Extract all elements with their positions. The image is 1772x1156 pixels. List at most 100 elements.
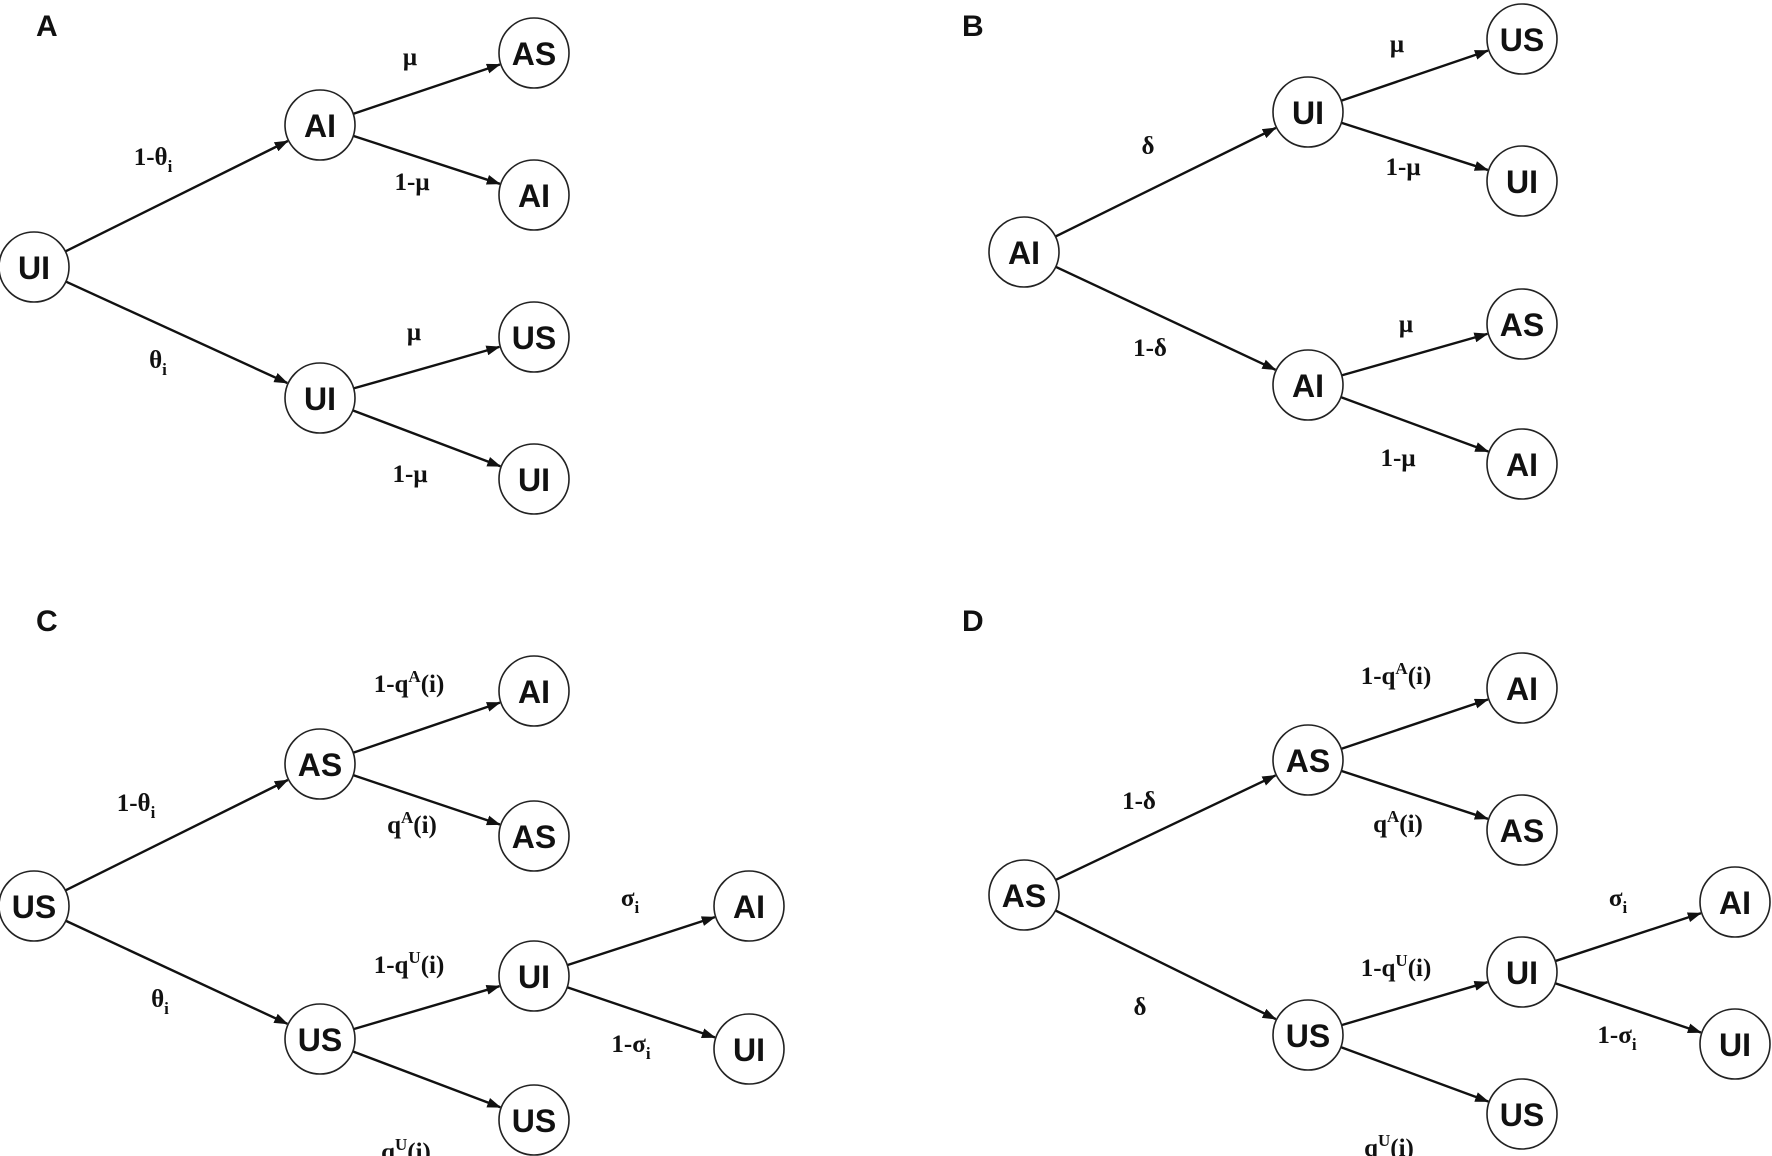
node-label: UI — [304, 381, 336, 417]
node-circle — [713, 1013, 785, 1085]
edge-arrow — [566, 986, 716, 1039]
node-circle — [1272, 76, 1344, 148]
node-label: AS — [1500, 307, 1544, 343]
edge-label-main: μ — [1399, 311, 1413, 338]
state-node-as: AS — [1486, 288, 1558, 360]
state-node-ai: AI — [284, 89, 356, 161]
node-circle — [284, 728, 356, 800]
edge-arrow — [352, 701, 501, 754]
edge-arrow — [1554, 912, 1702, 963]
edge-label: qU(i) — [381, 1135, 431, 1156]
state-node-ai: AI — [988, 216, 1060, 288]
state-node-as: AS — [498, 800, 570, 872]
node-circle — [988, 859, 1060, 931]
edge-label-main: 1-q — [1361, 663, 1396, 690]
edge-arrow — [1340, 49, 1489, 102]
edge-label: 1-qU(i) — [374, 948, 445, 979]
node-circle — [498, 940, 570, 1012]
edge-label-subscript: i — [1622, 898, 1627, 917]
edge-label-superscript: A — [408, 667, 421, 686]
node-circle — [284, 89, 356, 161]
node-label: AI — [518, 674, 550, 710]
node-circle — [498, 159, 570, 231]
edge-label-subscript: i — [162, 360, 167, 379]
edge-label-subscript: i — [164, 999, 169, 1018]
panel-d: D1-δδ1-qA(i)qA(i)1-qU(i)qU(i)σi1-σiASASU… — [962, 605, 1771, 1156]
panel-c: C1-θiθi1-qA(i)qA(i)1-qU(i)qU(i)σi1-σiUSA… — [0, 605, 785, 1156]
state-node-ai: AI — [1699, 866, 1771, 938]
edge-label-main: q — [381, 1139, 395, 1156]
node-label: US — [12, 889, 56, 925]
node-label: AS — [512, 36, 556, 72]
node-label: UI — [1292, 95, 1324, 131]
node-circle — [1486, 936, 1558, 1008]
node-circle — [1486, 794, 1558, 866]
edge-arrow — [1341, 332, 1489, 377]
edge-label-main: δ — [1142, 133, 1155, 160]
node-circle — [988, 216, 1060, 288]
edge-label-superscript: U — [408, 948, 420, 967]
edge-arrow — [352, 63, 501, 115]
edge-arrow — [1054, 126, 1277, 238]
state-node-ui: UI — [1486, 936, 1558, 1008]
node-label: US — [512, 320, 556, 356]
state-node-ui: UI — [498, 443, 570, 515]
edge-label-tail: (i) — [1408, 955, 1432, 982]
panel-label: B — [962, 10, 984, 43]
state-node-as: AS — [1486, 794, 1558, 866]
node-label: AS — [1500, 813, 1544, 849]
edge-label: μ — [1399, 311, 1413, 338]
edge-label: θi — [149, 347, 167, 379]
edge-label-superscript: U — [1378, 1131, 1390, 1150]
state-node-ui: UI — [498, 940, 570, 1012]
node-label: UI — [18, 250, 50, 286]
edge-arrow — [1340, 1045, 1490, 1103]
edge-arrow — [353, 985, 501, 1031]
edge-label-tail: (i) — [421, 952, 445, 979]
state-node-as: AS — [498, 17, 570, 89]
edge-label: 1-δ — [1133, 335, 1167, 362]
edge-arrow — [65, 919, 289, 1025]
node-circle — [498, 655, 570, 727]
node-label: US — [1500, 1097, 1544, 1133]
edge-arrow — [566, 916, 716, 967]
edge-label-main: μ — [403, 44, 417, 71]
edge-label-main: θ — [149, 347, 162, 374]
node-circle — [1486, 428, 1558, 500]
node-label: AI — [518, 178, 550, 214]
state-node-us: US — [498, 301, 570, 373]
node-label: AI — [1506, 671, 1538, 707]
edge-label-superscript: A — [1395, 659, 1408, 678]
edge-label-main: 1-δ — [1122, 788, 1156, 815]
edge-label-main: 1-θ — [134, 144, 168, 171]
node-label: AS — [512, 819, 556, 855]
edge-label-main: 1-σ — [611, 1031, 646, 1058]
edge-label-main: 1-μ — [1386, 154, 1421, 181]
node-circle — [1272, 349, 1344, 421]
node-label: US — [1286, 1018, 1330, 1054]
edge-label: μ — [1390, 31, 1404, 58]
edge-label-tail: (i) — [407, 1139, 431, 1156]
edge-label-main: q — [387, 812, 401, 839]
state-node-ai: AI — [713, 870, 785, 942]
panel-label: C — [36, 605, 58, 638]
edge-label: μ — [407, 319, 421, 346]
edge-label: σi — [1609, 885, 1628, 917]
edge-arrow — [353, 345, 501, 390]
edge-label-main: σ — [1609, 885, 1623, 912]
edge-arrow — [352, 1050, 502, 1109]
edge-arrow — [65, 280, 289, 385]
edge-label-main: 1-μ — [393, 461, 428, 488]
state-node-ui: UI — [1486, 145, 1558, 217]
node-label: US — [512, 1103, 556, 1139]
edge-label: qU(i) — [1364, 1131, 1414, 1156]
node-circle — [498, 443, 570, 515]
edge-arrow — [1054, 909, 1277, 1021]
node-circle — [1486, 3, 1558, 75]
state-node-us: US — [1486, 3, 1558, 75]
edge-label-tail: (i) — [1408, 663, 1432, 690]
edge-arrow — [1055, 265, 1277, 371]
node-label: UI — [1506, 955, 1538, 991]
state-node-as: AS — [1272, 724, 1344, 796]
